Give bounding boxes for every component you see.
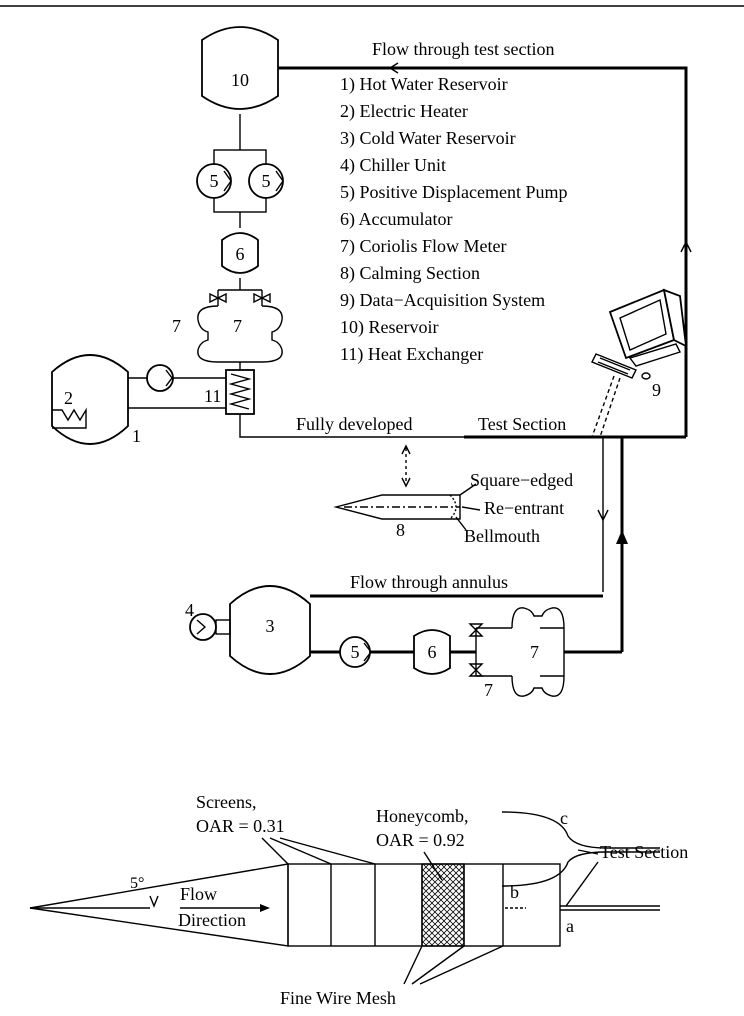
- pipe-main: [239, 414, 464, 438]
- legend-item-1: 1) Hot Water Reservoir: [340, 74, 508, 95]
- reservoir-10: [201, 26, 279, 110]
- daq-cable-1: [591, 375, 615, 438]
- legend-item-9: 9) Data−Acquisition System: [340, 290, 545, 311]
- flow-test-section-label: Flow through test section: [372, 39, 555, 59]
- valve-right: [253, 292, 271, 304]
- coriolis-7-upper: [511, 607, 565, 629]
- legend-item-5: 5) Positive Displacement Pump: [340, 182, 567, 203]
- valve-lower: [468, 663, 484, 677]
- label-7c: 7: [530, 642, 539, 662]
- legend-item-6: 6) Accumulator: [340, 209, 452, 230]
- honeycomb-block: [421, 863, 465, 947]
- arrow-annulus-up: [616, 530, 628, 544]
- fully-developed-label: Fully developed: [296, 414, 412, 434]
- label-7b: 7: [233, 316, 242, 336]
- leader-screens-1: [261, 837, 289, 865]
- leader-screens-3: [279, 837, 376, 865]
- screens-label-1: Screens,: [196, 792, 256, 812]
- inlet-c-upper: [501, 811, 660, 849]
- coriolis-7-lower: [511, 675, 565, 697]
- flow-label: Flow: [180, 884, 217, 904]
- inlet-swap-arrow-up: [401, 444, 411, 455]
- heater-2: [52, 407, 87, 429]
- leader-honeycomb: [423, 851, 443, 881]
- arrow-right-up: [680, 240, 692, 253]
- inlet-swap-arrow-down: [401, 477, 411, 488]
- label-1: 1: [132, 426, 141, 446]
- label-8: 8: [396, 520, 405, 540]
- valve-left: [209, 292, 227, 304]
- test-section-label-top: Test Section: [478, 414, 566, 434]
- valve-upper: [468, 623, 484, 637]
- label-5b: 5: [262, 171, 271, 191]
- pipe-return-top: [278, 66, 688, 437]
- arrow-annulus-down: [597, 509, 609, 522]
- label-7a: 7: [172, 316, 181, 336]
- arrow-top-left: [388, 62, 399, 74]
- legend-item-8: 8) Calming Section: [340, 263, 480, 284]
- label-2: 2: [64, 388, 73, 408]
- calming-section-detail: [29, 863, 561, 947]
- leader-mesh-2: [411, 945, 465, 985]
- legend-item-3: 3) Cold Water Reservoir: [340, 128, 516, 149]
- inlet-bellmouth: [449, 494, 457, 520]
- label-6b: 6: [428, 642, 437, 662]
- reservoir-3: [229, 585, 311, 675]
- leader-mesh-1: [403, 945, 423, 985]
- honeycomb-label-1: Honeycomb,: [376, 806, 468, 826]
- flow-annulus-label: Flow through annulus: [350, 572, 508, 592]
- legend-item-10: 10) Reservoir: [340, 317, 438, 338]
- flow-arrow-head: [260, 904, 270, 912]
- inlet-c-lower: [501, 851, 660, 887]
- pump-circulation-chevron: [165, 369, 173, 387]
- legend-item-7: 7) Coriolis Flow Meter: [340, 236, 507, 257]
- daq-computer: [591, 288, 688, 380]
- label-3: 3: [266, 616, 275, 636]
- legend-item-2: 2) Electric Heater: [340, 101, 468, 122]
- chiller-4-coil: [196, 619, 207, 635]
- legend: 1) Hot Water Reservoir 2) Electric Heate…: [340, 74, 567, 365]
- leader-ts-upper: [577, 849, 599, 855]
- label-b: b: [510, 882, 519, 902]
- label-5c: 5: [351, 642, 360, 662]
- pump-5b-chevron: [275, 170, 284, 192]
- label-9: 9: [652, 380, 661, 400]
- legend-item-11: 11) Heat Exchanger: [340, 344, 483, 365]
- screens-label-2: OAR = 0.31: [196, 816, 285, 836]
- coriolis-7-left: [197, 305, 219, 363]
- test-section-label-bottom: Test Section: [600, 842, 688, 862]
- label-a: a: [566, 916, 574, 936]
- label-10: 10: [231, 70, 249, 90]
- accumulator-6b: [413, 629, 451, 675]
- accumulator-6a: [221, 232, 259, 274]
- label-4: 4: [185, 600, 194, 620]
- reservoir-1: [51, 354, 129, 445]
- label-11: 11: [204, 386, 221, 406]
- label-7d: 7: [484, 680, 493, 700]
- legend-item-4: 4) Chiller Unit: [340, 155, 446, 176]
- leader-re-entrant: [461, 506, 481, 511]
- direction-label: Direction: [178, 910, 246, 930]
- label-c: c: [560, 808, 568, 828]
- leader-ts-lower: [565, 861, 599, 907]
- daq-cable-2: [599, 377, 621, 438]
- leader-mesh-3: [419, 945, 504, 985]
- re-entrant-label: Re−entrant: [484, 498, 564, 518]
- fine-wire-mesh-label: Fine Wire Mesh: [280, 988, 396, 1008]
- chiller-4-link: [215, 619, 231, 635]
- pump-5a-chevron: [223, 170, 232, 192]
- coriolis-7-right: [261, 305, 283, 363]
- heat-exchanger-coil: [228, 373, 252, 410]
- honeycomb-label-2: OAR = 0.92: [376, 830, 465, 850]
- angle-label: 5°: [130, 875, 144, 892]
- label-5a: 5: [210, 171, 219, 191]
- square-edged-label: Square−edged: [470, 470, 573, 490]
- leader-screens-2: [269, 837, 332, 865]
- bellmouth-label: Bellmouth: [464, 526, 540, 546]
- pump-circulation: [146, 364, 174, 392]
- leader-square-edged: [459, 483, 477, 496]
- label-6a: 6: [236, 244, 245, 264]
- leader-bellmouth: [455, 516, 467, 531]
